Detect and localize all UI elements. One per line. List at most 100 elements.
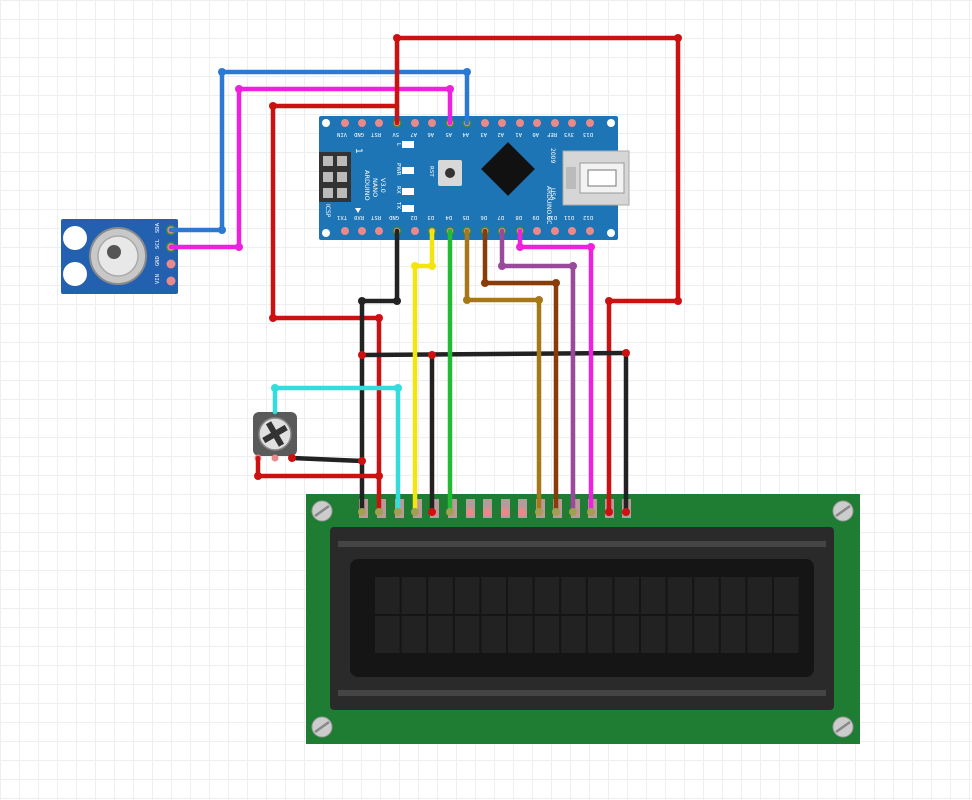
wire-d8-magenta[interactable] [517,228,594,513]
icsp-header: ICSP 1 [319,148,363,218]
pin-rx0[interactable] [358,227,366,235]
pot-pin-wiper[interactable] [271,454,279,462]
arduino-nano-board: VIN GND RST 5V A7 A6 A5 A4 A3 A2 A1 A0 R… [319,116,630,240]
reset-button[interactable]: RST [428,160,462,186]
pin-label: A3 [480,131,487,137]
pin-a2[interactable] [498,119,506,127]
pin-label: A2 [497,131,504,137]
led-l [402,141,414,148]
led-rx-label: RX [395,186,401,194]
pin-a1[interactable] [516,119,524,127]
pin-label: D6 [480,214,487,220]
pin-a3[interactable] [481,119,489,127]
pin-ref[interactable] [551,119,559,127]
wire-gnd-black[interactable] [359,228,400,513]
pin-d9[interactable] [533,227,541,235]
pin-label: D9 [532,214,539,220]
lcd-pin-d6[interactable] [571,499,580,518]
arduino-name: ARDUINO NANO V3.0 [355,170,387,213]
pin-d11[interactable] [568,227,576,235]
pin-label: D4 [445,214,452,220]
icsp-label: ICSP [324,204,331,218]
lcd-char-cell [747,577,772,614]
pin-gnd[interactable] [358,119,366,127]
wire-5v-red[interactable] [270,103,400,513]
pin-a0[interactable] [533,119,541,127]
wire-d6-brown[interactable] [482,228,559,513]
lcd-char-cell [614,577,639,614]
lcd-pin-e[interactable] [448,499,457,518]
pin-label: D10 [547,214,557,220]
sensor-pin-vin[interactable] [166,276,176,286]
screw-icon [311,716,333,738]
lcd-char-cell [774,577,799,614]
lcd-char-cell [481,577,506,614]
lcd-char-cell [428,577,453,614]
wire-junctions [218,34,682,516]
country-label: USA [549,188,556,201]
pin-3v3[interactable] [568,119,576,127]
lcd-char-cell [720,577,746,614]
pin-label: RX0 [354,214,364,220]
status-leds: L PWR RX TX [395,141,414,212]
lcd-char-cell [454,577,480,614]
led-pwr-label: PWR [395,163,401,176]
lcd-char-cell [641,616,666,653]
lcd-pin-vdd[interactable] [377,499,386,518]
pin-label: D13 [583,131,593,137]
pin-tx1[interactable] [341,227,349,235]
usb-connector [562,150,630,206]
pin-rst[interactable] [375,119,383,127]
lcd-char-cell [587,577,613,614]
sensor-pin-label: GND [155,256,161,266]
pin-label: 5V [392,131,399,137]
wire-d7-purple[interactable] [499,228,576,513]
pin-label: REF [547,131,557,137]
wire-gnd-rail-black[interactable] [359,350,629,358]
pin-d2[interactable] [411,227,419,235]
lcd-pin-rs[interactable] [413,499,422,518]
led-l-label: L [395,143,401,147]
wire-5v-loop-red[interactable] [394,35,681,513]
rst-button-label: RST [428,166,434,177]
wire-pot-gnd-black[interactable] [289,455,365,464]
lcd-char-cell [481,616,506,653]
lcd-char-cell [694,577,719,614]
led-tx [402,205,414,212]
led-rx [402,188,414,195]
sensor-pin-label: SCL [155,238,161,249]
lcd-pin-rw[interactable] [430,499,439,518]
lcd-char-cell [534,577,560,614]
pin-label: D5 [462,214,469,220]
mounting-hole-icon [63,226,87,250]
sensor-pin-gnd[interactable] [166,259,176,269]
lcd-char-cell [667,577,693,614]
pin-label: D12 [583,214,593,220]
pin-label: A1 [515,131,522,137]
year-label: 2009 [549,148,556,163]
pin-label: D7 [497,214,504,220]
lcd-char-cell [720,616,746,653]
wire-d3-yellow[interactable] [412,228,435,513]
pin-label: GND [389,214,399,220]
pin-d13[interactable] [586,119,594,127]
lcd-char-cell [774,616,799,653]
mounting-hole-icon [63,262,87,286]
pin-label: TX1 [337,214,347,220]
wire-d5-gold[interactable] [464,228,542,513]
pin-d10[interactable] [551,227,559,235]
pin-rst-2[interactable] [375,227,383,235]
pin-a6[interactable] [428,119,436,127]
lcd-16x2-display [306,494,860,744]
wire-contrast-cyan[interactable] [272,385,401,513]
pin-d12[interactable] [586,227,594,235]
pin-label: RST [370,214,381,220]
pin-label: A4 [462,131,469,137]
potentiometer[interactable] [253,412,297,462]
lcd-char-cell [375,616,400,653]
pin-a7[interactable] [411,119,419,127]
lcd-char-cell [667,616,693,653]
pin-label: GND [354,131,364,137]
pin-vin[interactable] [341,119,349,127]
